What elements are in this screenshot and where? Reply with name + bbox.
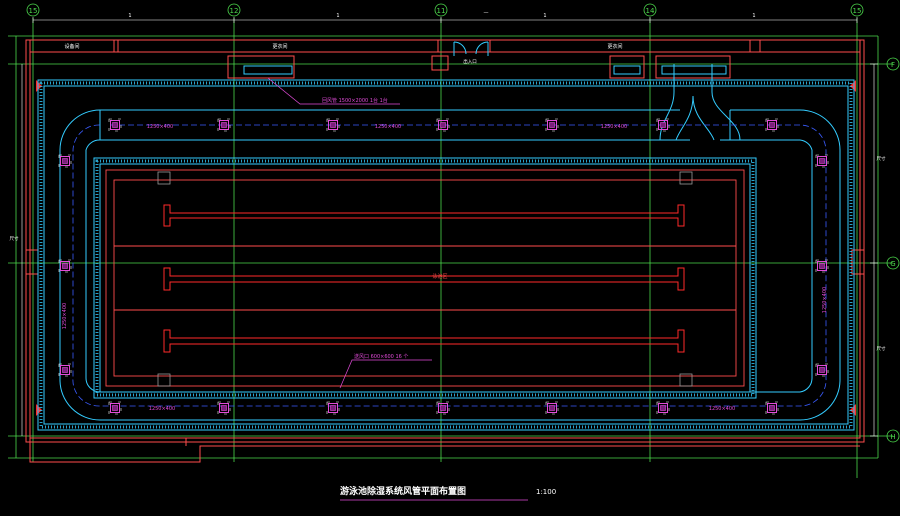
room-label-top-left: 设备间 bbox=[64, 43, 79, 50]
air-outlet-symbol bbox=[815, 363, 829, 377]
air-outlet-symbol bbox=[765, 118, 779, 132]
duct-label-bottom-left: 1250×400 bbox=[149, 406, 175, 412]
air-outlet-symbol bbox=[108, 118, 122, 132]
building-walls bbox=[25, 39, 865, 463]
section-markers bbox=[36, 80, 856, 416]
drawing-scale: 1:100 bbox=[536, 488, 556, 496]
pool-basin bbox=[105, 169, 745, 387]
air-outlet-symbol bbox=[815, 154, 829, 168]
entrance-doors bbox=[453, 41, 489, 56]
equipment-units bbox=[243, 65, 727, 75]
svg-text:1: 1 bbox=[336, 13, 339, 19]
right-dim-label-lower: 尺寸 bbox=[877, 345, 886, 352]
axis-label-right-3: H bbox=[890, 433, 895, 441]
duct-label-right: 1250×400 bbox=[822, 287, 828, 313]
axis-label-top-3: 11 bbox=[437, 7, 446, 15]
air-outlet-symbol bbox=[545, 118, 559, 132]
duct-label-bottom-right: 1250×400 bbox=[709, 406, 735, 412]
duct-label-top-right: 1250×400 bbox=[601, 124, 627, 130]
annotation-bottom: 送风口 600×600 16 个 bbox=[354, 353, 408, 360]
air-outlet-symbol bbox=[58, 259, 72, 273]
air-outlet-symbol bbox=[217, 401, 231, 415]
right-dim-label: 尺寸 bbox=[877, 155, 886, 162]
air-outlet-symbol bbox=[656, 401, 670, 415]
air-outlet-symbol bbox=[656, 118, 670, 132]
door-label: 出入口 bbox=[463, 58, 477, 65]
air-outlet-symbol bbox=[217, 118, 231, 132]
axis-label-right-1: F bbox=[891, 61, 895, 69]
air-outlet-symbol bbox=[58, 363, 72, 377]
air-outlet-symbol bbox=[108, 401, 122, 415]
axis-label-top-1: 15 bbox=[29, 7, 38, 15]
svg-text:1: 1 bbox=[128, 13, 131, 19]
air-outlet-symbol bbox=[326, 118, 340, 132]
pool-corner-boxes bbox=[157, 171, 693, 387]
room-label-top-right: 更衣间 bbox=[607, 43, 622, 50]
air-outlet-symbol bbox=[545, 401, 559, 415]
left-dim-label: 尺寸 bbox=[10, 235, 19, 242]
svg-text:—: — bbox=[484, 10, 489, 16]
air-outlet-symbol bbox=[436, 118, 450, 132]
duct-label-left: 1250×400 bbox=[62, 303, 68, 329]
air-outlet-symbol bbox=[58, 154, 72, 168]
svg-text:1: 1 bbox=[543, 13, 546, 19]
pool-center-label: 泳池区 bbox=[432, 273, 447, 280]
duct-centerline bbox=[72, 124, 827, 407]
leader-lines bbox=[267, 77, 432, 389]
drawing-title: 游泳池除湿系统风管平面布置图 bbox=[340, 485, 466, 497]
supply-duct-loop bbox=[59, 64, 841, 421]
axis-bubbles-right: F G H bbox=[886, 57, 900, 443]
room-label-top-mid: 更衣间 bbox=[272, 43, 287, 50]
svg-text:1: 1 bbox=[752, 13, 755, 19]
dimension-lines bbox=[21, 17, 878, 437]
duct-label-top-left: 1250×400 bbox=[147, 124, 173, 130]
air-outlet-symbol bbox=[815, 259, 829, 273]
axis-label-right-2: G bbox=[890, 260, 895, 268]
axis-bubbles-top: 15 12 11 14 15 bbox=[26, 3, 864, 17]
annotation-top: 回风管 1500×2000 1台 1台 bbox=[322, 97, 388, 104]
air-outlets bbox=[58, 118, 829, 415]
axis-label-top-2: 12 bbox=[230, 7, 239, 15]
axis-label-top-4: 14 bbox=[646, 7, 655, 15]
return-duct-bars bbox=[163, 204, 685, 353]
axis-grid bbox=[8, 18, 893, 478]
air-outlet-symbol bbox=[436, 401, 450, 415]
air-outlet-symbol bbox=[765, 401, 779, 415]
outer-duct-band bbox=[37, 79, 855, 431]
air-outlet-symbol bbox=[326, 401, 340, 415]
pool-enclosure bbox=[93, 157, 757, 399]
duct-label-top-mid: 1250×400 bbox=[375, 124, 401, 130]
axis-label-top-5: 15 bbox=[853, 7, 862, 15]
